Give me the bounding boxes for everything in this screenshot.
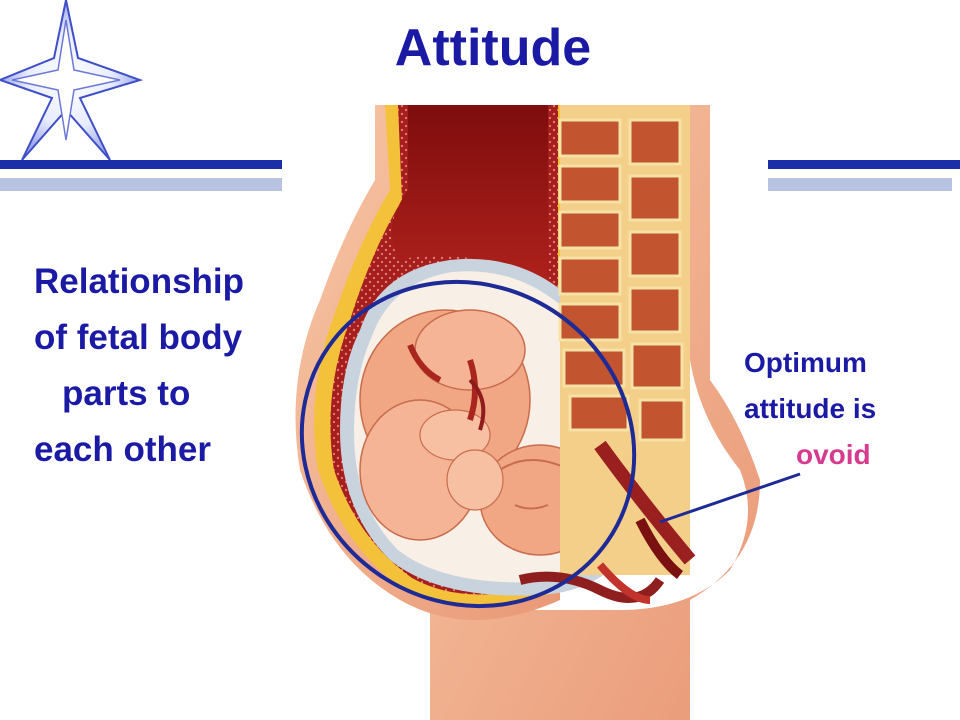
note-line-2: attitude is xyxy=(744,393,877,424)
spine xyxy=(558,105,696,579)
note-line-1: Optimum xyxy=(744,347,867,378)
right-rule xyxy=(768,160,960,191)
definition-line-2: of fetal body xyxy=(34,318,243,357)
definition-text: Relationship of fetal body parts to each… xyxy=(34,254,244,478)
slide-title: Attitude xyxy=(394,19,592,77)
fetus-figure xyxy=(359,309,601,556)
note-highlight: ovoid xyxy=(796,439,871,470)
definition-line-4: each other xyxy=(34,430,211,469)
left-rule xyxy=(0,160,282,191)
definition-line-1: Relationship xyxy=(34,262,245,301)
definition-line-3: parts to xyxy=(62,374,191,413)
ovoid-outline xyxy=(299,279,637,609)
optimum-attitude-note: Optimum attitude is ovoid xyxy=(744,340,876,478)
pregnancy-cross-section xyxy=(295,105,760,720)
pointer-line xyxy=(659,472,801,524)
star-burst-icon xyxy=(0,0,144,161)
